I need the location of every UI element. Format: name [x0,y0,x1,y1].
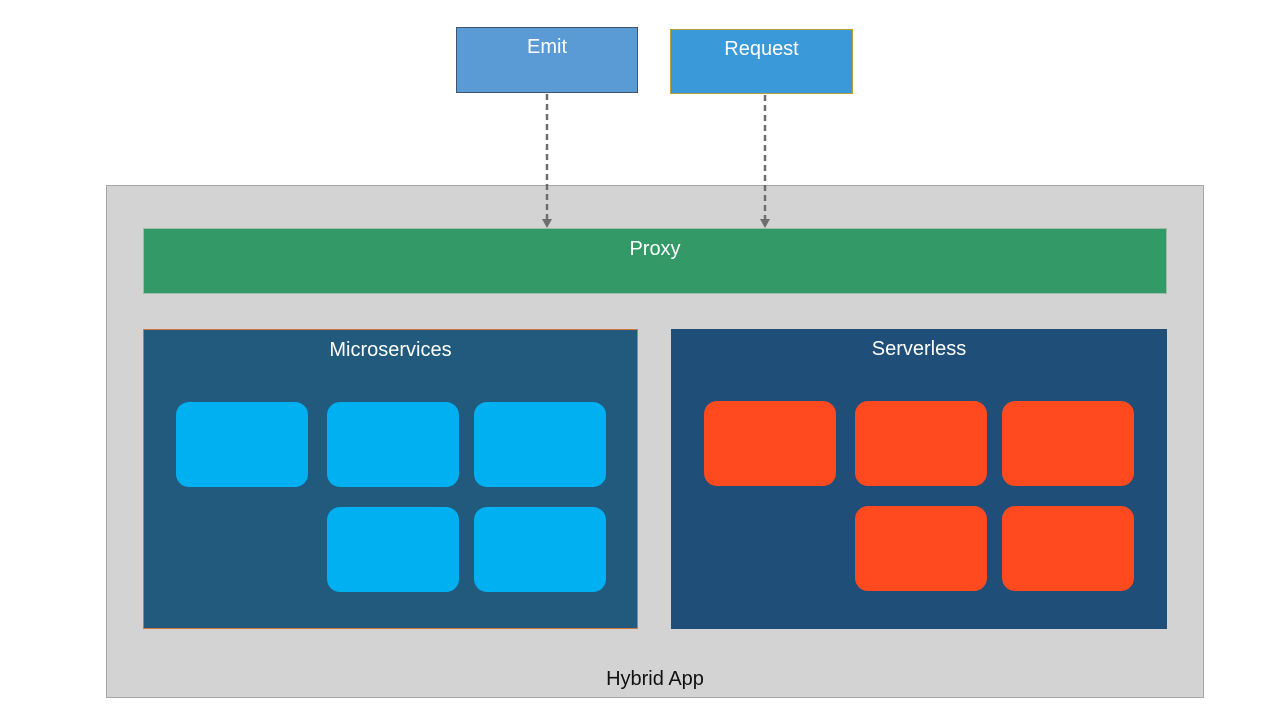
microservice-tile [176,402,308,487]
emit-box: Emit [456,27,638,93]
serverless-function-tile [855,506,987,591]
serverless-function-tile [1002,506,1134,591]
microservice-tile [474,507,606,592]
proxy-layer: Proxy [143,228,1167,294]
serverless-function-tile [704,401,836,486]
serverless-title: Serverless [871,338,967,360]
request-box: Request [670,29,853,94]
hybrid-app-label: Hybrid App [606,668,704,690]
serverless-group: Serverless [671,329,1167,629]
emit-label: Emit [527,36,567,58]
microservice-tile [474,402,606,487]
microservice-tile [327,507,459,592]
serverless-function-tile [1002,401,1134,486]
proxy-label: Proxy [629,238,681,260]
request-label: Request [724,38,799,60]
serverless-function-tile [855,401,987,486]
microservices-title: Microservices [329,339,452,361]
microservices-group: Microservices [143,329,638,629]
microservice-tile [327,402,459,487]
